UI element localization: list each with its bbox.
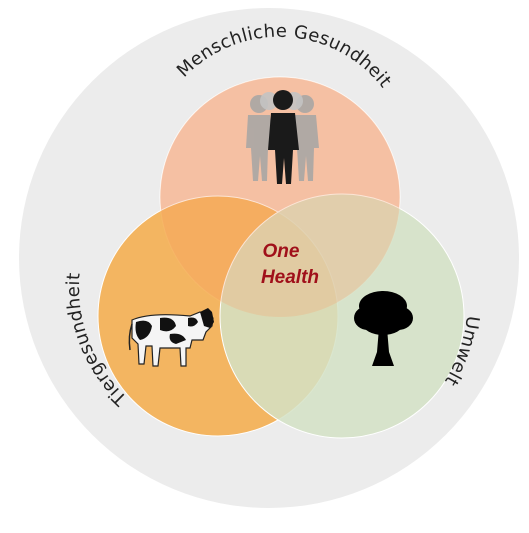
center-label-one: One (263, 241, 300, 262)
center-label-health: Health (261, 267, 319, 288)
people-icon (246, 90, 319, 184)
circle-environment (219, 193, 465, 439)
cow-icon (128, 308, 214, 367)
tree-icon (354, 291, 413, 366)
overlap-tint (160, 77, 400, 317)
